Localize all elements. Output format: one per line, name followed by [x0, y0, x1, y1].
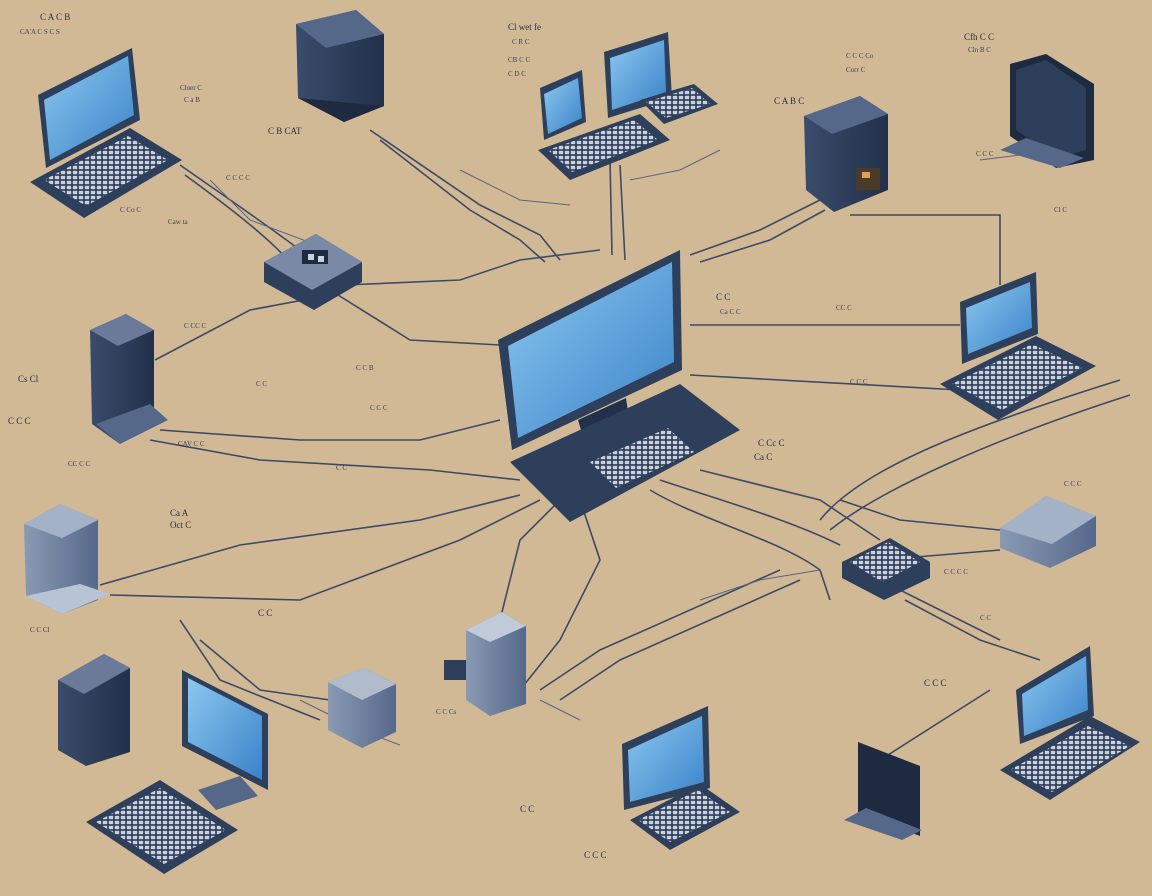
laptop-top-left: [30, 48, 182, 218]
label-02: CA'A C S C S: [20, 28, 60, 36]
modem-bottom: [328, 668, 396, 748]
label-20: C C: [716, 292, 730, 302]
label-12: Corr C: [846, 66, 866, 74]
label-04: Cluer C: [180, 84, 202, 92]
label-07: C R C: [512, 38, 530, 46]
network-switch: [264, 234, 362, 310]
server-right-top: [804, 96, 888, 212]
label-16: Cl C: [1054, 206, 1067, 214]
ip-phone: [842, 538, 930, 600]
label-33: C Cc C: [758, 438, 785, 448]
server-tower-left: [90, 314, 168, 444]
central-workstation: [498, 250, 740, 522]
label-29: CAV C C: [178, 440, 205, 448]
label-09: C D C: [508, 70, 526, 78]
label-24: C C C: [8, 416, 31, 426]
label-43: C C Cs: [436, 708, 457, 716]
label-27: C C: [256, 380, 267, 388]
label-26: C C B: [356, 364, 374, 372]
label-05: C a B: [184, 96, 200, 104]
label-08: CB C C: [508, 56, 531, 64]
label-32: C C C: [850, 378, 868, 386]
label-41: C C: [980, 614, 991, 622]
label-18: C Co C: [120, 206, 141, 214]
label-25: C CC C: [184, 322, 207, 330]
monitor-top-right: [1000, 54, 1094, 168]
pc-tower-bottom-left: [24, 504, 110, 614]
label-14: Cln B C: [968, 46, 991, 54]
monitor-bottom-right-center: [844, 742, 922, 840]
label-44: C C: [520, 804, 534, 814]
label-11: C C C Co: [846, 52, 874, 60]
label-15: C C C: [976, 150, 994, 158]
laptop-bottom-center: [622, 706, 740, 850]
label-28: C C C: [370, 404, 388, 412]
label-19: Caw ta: [168, 218, 189, 226]
label-40: C C Cl: [30, 626, 50, 634]
label-37: C C C: [1064, 480, 1082, 488]
label-39: C C: [258, 608, 272, 618]
label-10: C A B C: [774, 96, 804, 106]
label-45: C C C: [584, 850, 607, 860]
label-35: Ca A: [170, 508, 189, 518]
label-21: Ca C C: [720, 308, 741, 316]
monitor-bottom-left: [182, 670, 268, 810]
label-17: C C C C: [226, 174, 250, 182]
label-38: C C C C: [944, 568, 968, 576]
laptop-right-middle: [940, 272, 1096, 420]
label-31: C C: [336, 464, 347, 472]
storage-unit-right: [1000, 496, 1096, 568]
network-cables: [99, 129, 1131, 821]
server-tower-top: [296, 10, 384, 122]
router-center: [444, 612, 526, 716]
label-06: Cl wet fe: [508, 22, 541, 32]
laptop-bottom-right: [1000, 646, 1140, 800]
keyboard-bottom-left: [86, 780, 238, 874]
label-30: CC C C: [68, 460, 91, 468]
label-34: Ca C: [754, 452, 772, 462]
label-42: C C C: [924, 678, 947, 688]
desktop-top-center: [538, 32, 718, 180]
label-23: Cs Cl: [18, 374, 39, 384]
label-03: C B CAT: [268, 126, 302, 136]
diagram-labels: C A C B CA'A C S C S C B CAT Cluer C C a…: [8, 12, 1082, 860]
label-36: Oct C: [170, 520, 191, 530]
label-13: Cfh C C: [964, 32, 994, 42]
label-01: C A C B: [40, 12, 70, 22]
label-22: CC C: [836, 304, 852, 312]
server-bottom-left: [58, 654, 130, 766]
